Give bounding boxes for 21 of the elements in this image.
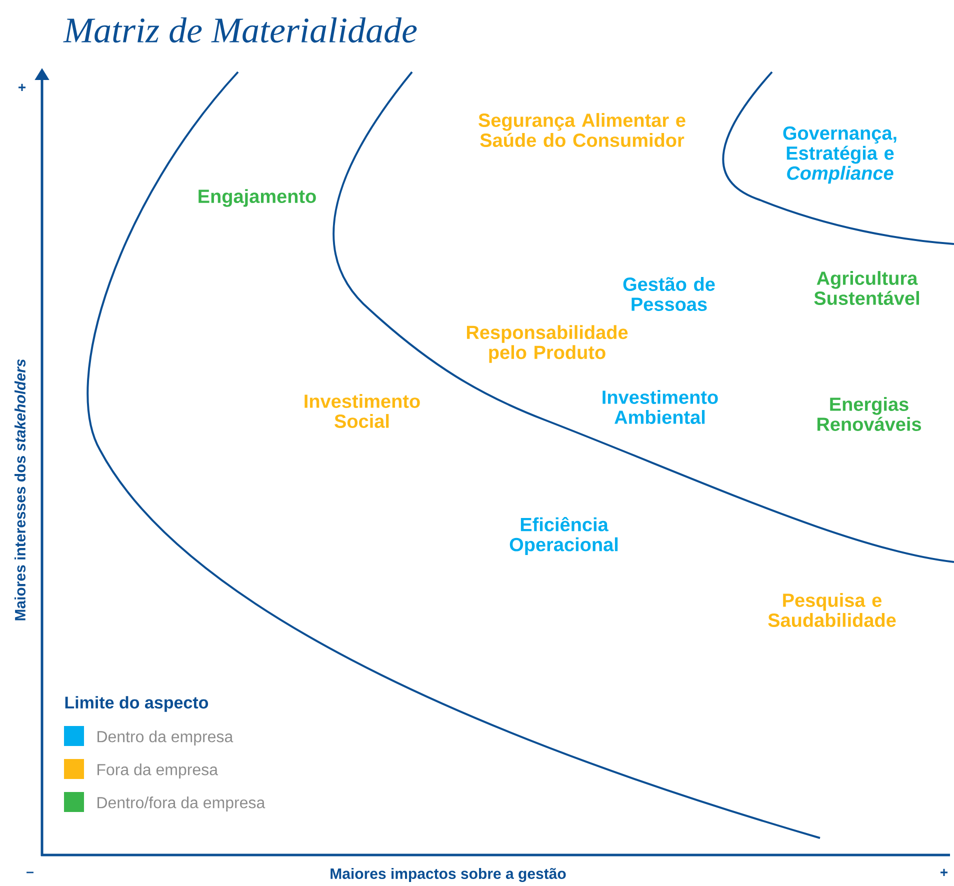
axis-mark: + [940,868,948,876]
axis-mark: – [26,872,34,874]
topic-label: Responsabilidade pelo Produto [466,325,628,363]
topic-label: Segurança Alimentar e Saúde do Consumidor [478,113,686,147]
axis-label: Maiores interesses dos stakeholders [14,359,26,620]
topic-label: Energias Renováveis [817,397,922,431]
topic-label: Governança, Estratégia e Compliance [783,126,896,184]
legend-text: Fora da empresa [98,764,218,778]
axis-mark: + [18,84,26,91]
legend-title: Limite do aspecto [65,696,208,712]
topic-label: Investimento Ambiental [602,390,718,424]
axis-label: Maiores impactos sobre a gestão [330,868,566,882]
topic-label: Eficiência Operacional [510,516,618,556]
legend-text: Dentro da empresa [98,730,234,746]
topic-label: Agricultura Sustentável [814,271,919,305]
topic-label: Gestão de Pessoas [623,277,715,311]
topic-label: Pesquisa e Saudabilidade [768,593,896,627]
topic-label: Investimento Social [304,394,420,428]
topic-label: Engajamento [198,189,316,207]
title: Matriz de Materialidade [63,17,417,43]
legend-text: Dentro/fora da empresa [98,796,266,812]
